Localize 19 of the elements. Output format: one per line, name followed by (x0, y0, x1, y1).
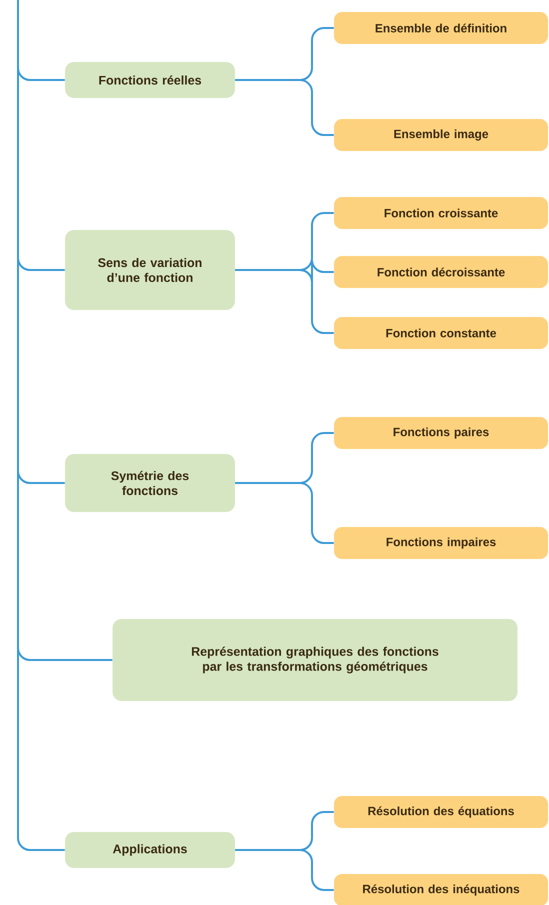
subtopic-box: Fonctions impaires (334, 527, 548, 559)
topic-box: Fonctions réelles (65, 62, 235, 98)
subtopic-box: Fonctions paires (334, 417, 548, 449)
subtopic-box: Fonction constante (334, 317, 548, 349)
connector-line (235, 482, 334, 544)
connector-line (235, 849, 334, 891)
topic-box: Sens de variation d’une fonction (65, 230, 235, 310)
subtopic-box: Fonction croissante (334, 197, 548, 229)
subtopic-box: Ensemble de définition (334, 12, 548, 44)
connector-line (235, 269, 334, 334)
topic-box: Représentation graphiques des fonctions par les transformations géométriques (112, 619, 518, 701)
connector-line (235, 79, 334, 136)
subtopic-box: Résolution des équations (334, 796, 548, 828)
subtopic-box: Fonction décroissante (334, 256, 548, 288)
connector-line (17, 0, 65, 851)
subtopic-box: Résolution des inéquations (334, 874, 548, 905)
topic-box: Symétrie des fonctions (65, 454, 235, 512)
topic-box: Applications (65, 832, 235, 868)
subtopic-box: Ensemble image (334, 119, 548, 151)
